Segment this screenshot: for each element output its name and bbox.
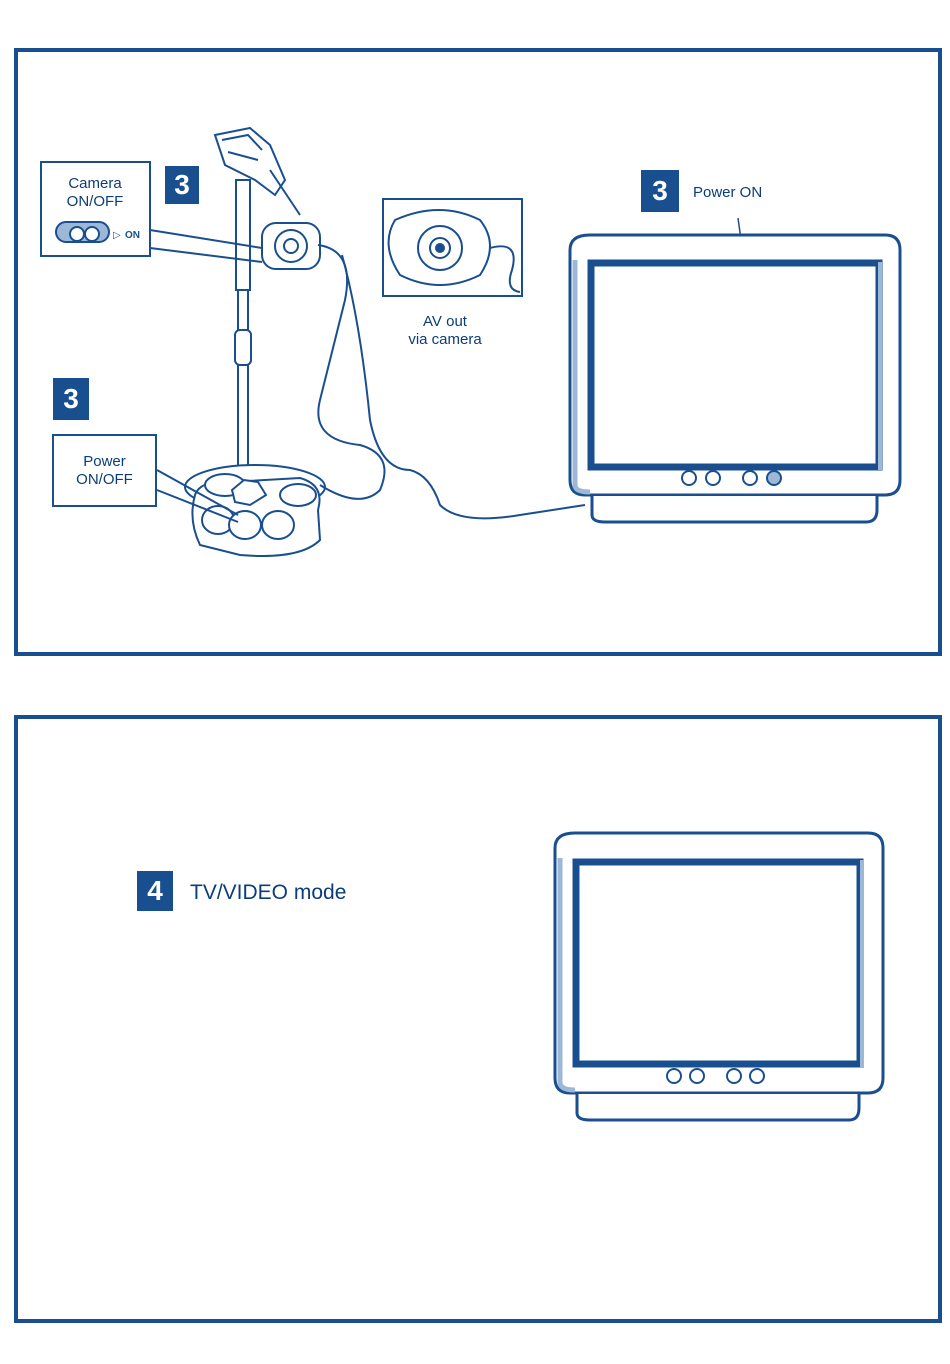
tv-video-mode-label: TV/VIDEO mode [190,881,346,905]
camera-onoff-label: Camera ON/OFF [44,175,146,211]
setup-panel-mode [14,715,942,1323]
cable-av [318,245,385,499]
av-out-label: AV out via camera [370,313,520,349]
step-number-tv: 3 [641,170,679,212]
tv-power-button [767,471,781,485]
step-number-mode: 4 [137,871,173,911]
av-camera-inset [383,199,522,296]
camera-switch-icon [55,221,110,243]
tv-power-on-label: Power ON [693,184,762,202]
switch-direction-icon: ▷ [113,231,121,241]
step-number-camera: 3 [165,166,199,204]
power-onoff-label: Power ON/OFF [56,453,153,489]
step-number-base: 3 [53,378,89,420]
camera-switch-on-label: ON [125,231,140,241]
tv-set-1 [570,235,900,522]
microphone-stand [185,128,325,556]
